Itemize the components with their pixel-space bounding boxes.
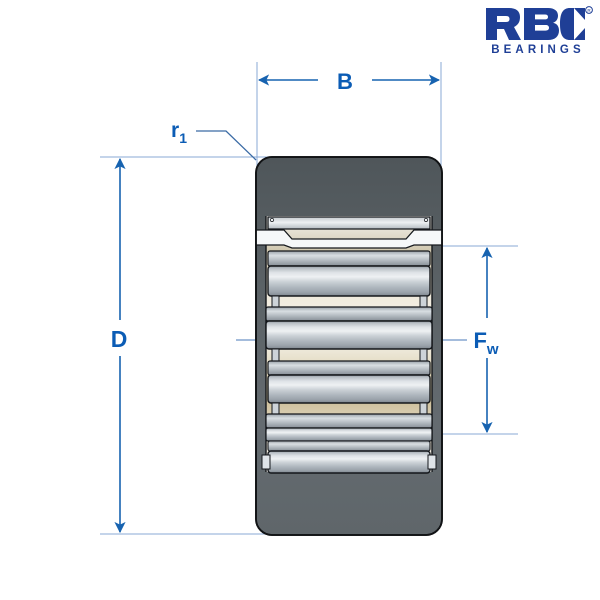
roller-set [261, 250, 437, 474]
cage-bar-1-left [271, 295, 280, 309]
dimension-b-label: B [337, 69, 353, 94]
cage-top [255, 216, 443, 249]
logo-letter-c [560, 8, 585, 40]
dimension-r1: r1 [171, 119, 257, 161]
roller-4-body [265, 427, 433, 442]
dimension-r1-subscript: 1 [179, 130, 187, 146]
roller-3-upper [267, 360, 431, 376]
logo-letter-b [524, 8, 559, 40]
dimension-d: D [111, 157, 128, 534]
cage-top-plate [267, 216, 431, 230]
logo-tagline: BEARINGS [491, 44, 585, 56]
dimension-d-label: D [111, 326, 128, 352]
logo-letter-r [486, 8, 521, 40]
roller-2-upper [265, 306, 433, 322]
roller-5-upper [267, 440, 431, 452]
dimension-b: B [257, 69, 441, 94]
rbc-bearings-logo: R BEARINGS [482, 4, 593, 56]
roller-4 [265, 413, 433, 442]
outer-ring-outline [255, 156, 443, 536]
roller-2 [265, 306, 433, 350]
dimension-fw-subscript: w [486, 341, 499, 358]
roller-1-body [267, 265, 431, 297]
cage-bottom [261, 454, 437, 470]
cage-bar-3-right [419, 402, 428, 415]
dimension-r1-leader [196, 130, 257, 161]
roller-1-upper [267, 250, 431, 267]
dimension-fw-label: Fw [473, 328, 498, 358]
roller-5 [267, 440, 431, 474]
logo-registered-mark [585, 6, 593, 14]
rbc-bearings-logo-icon: R BEARINGS [486, 6, 593, 56]
roller-1 [267, 250, 431, 297]
cage-pin-right [424, 218, 428, 222]
dimension-fw-base: F [473, 328, 486, 353]
roller-3-body [267, 374, 431, 404]
roller-2-body [265, 320, 433, 350]
dimension-r1-label: r1 [171, 119, 187, 146]
roller-4-upper [265, 413, 433, 429]
roller-3 [267, 360, 431, 404]
cage-bar-2-right [419, 348, 428, 362]
logo-registered-glyph: R [587, 8, 591, 13]
bearing-assembly [255, 156, 443, 536]
dimension-r1-base: r [171, 119, 179, 142]
dimension-fw: Fw [473, 246, 499, 434]
cage-bar-2-left [271, 348, 280, 362]
roller-5-body [267, 450, 431, 474]
cage-pin-left [270, 218, 274, 222]
cage-bar-3-left [271, 402, 280, 415]
cage-bottom-right [427, 454, 437, 470]
cage-bar-1-right [419, 295, 428, 309]
cage-bottom-left [261, 454, 271, 470]
